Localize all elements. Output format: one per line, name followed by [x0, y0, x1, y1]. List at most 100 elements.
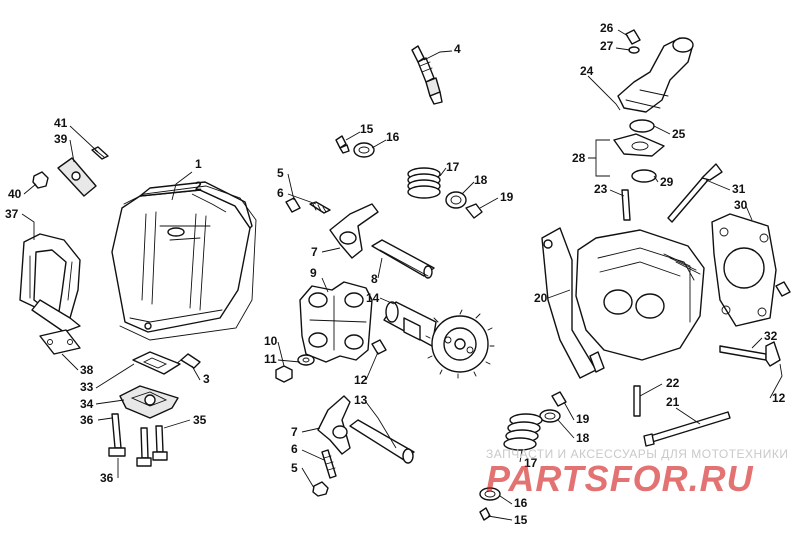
valve-spring-lower	[503, 413, 543, 451]
leader-line	[277, 359, 301, 363]
tappet-nut-lower	[312, 481, 329, 497]
callout-label: 41	[54, 116, 68, 130]
leader-line	[345, 131, 361, 141]
cylinder-head	[541, 227, 705, 379]
callout-label: 25	[672, 127, 686, 141]
callout-label: 11	[264, 352, 277, 366]
callout-label: 13	[354, 393, 368, 407]
leader-line	[547, 289, 571, 299]
cylinder-stud-short	[633, 385, 641, 417]
leader-line	[95, 363, 135, 389]
leader-line	[21, 213, 35, 240]
leader-line	[653, 125, 671, 135]
head-gasket	[711, 213, 777, 327]
leader-line	[653, 175, 659, 183]
leader-line	[379, 297, 395, 305]
leader-line	[163, 419, 191, 429]
valve-stem-seal-lower	[551, 391, 567, 407]
cylinder-bolt-long	[643, 411, 731, 447]
leader-line	[365, 401, 397, 449]
leader-line	[23, 183, 37, 195]
callout-label: 28	[572, 151, 586, 165]
rocker-shaft-lower	[349, 419, 415, 464]
intake-valve	[667, 163, 723, 223]
callout-label: 17	[524, 456, 538, 470]
leader-line	[751, 337, 763, 349]
leader-line	[487, 515, 513, 521]
spring-retainer-upper	[353, 142, 375, 158]
leader-line	[191, 365, 201, 381]
leader-line	[615, 47, 631, 51]
leader-line	[563, 401, 575, 421]
spring-retainer-lower	[479, 487, 501, 501]
callout-label: 12	[772, 391, 786, 405]
leader-line	[617, 29, 629, 37]
manifold-o-ring-upper	[629, 119, 655, 133]
valve-cotter-upper	[335, 135, 350, 154]
leader-line	[745, 205, 753, 221]
manifold-screw	[625, 29, 641, 45]
callout-label: 19	[576, 412, 590, 426]
watermark-tagline: ЗАПЧАСТИ И АКСЕССУАРЫ ДЛЯ МОТОТЕХНИКИ	[486, 447, 789, 461]
callout-label: 12	[354, 373, 368, 387]
intake-manifold	[617, 37, 694, 113]
callout-label: 36	[100, 471, 114, 485]
holder-washer	[297, 354, 315, 366]
leader-lines	[21, 29, 783, 521]
callout-label: 14	[366, 291, 380, 305]
valve-stem-seal-upper	[465, 203, 483, 219]
leader-line	[321, 277, 329, 293]
leader-line	[277, 341, 285, 367]
valve-cotter-lower	[479, 507, 491, 521]
callout-label: 6	[277, 186, 284, 200]
holder-nut	[275, 365, 293, 383]
callout-label: 7	[291, 425, 298, 439]
leader-line	[95, 399, 125, 405]
tappet-adjust-screw-lower	[321, 449, 337, 479]
spark-plug	[411, 45, 443, 105]
leader-line	[377, 257, 383, 279]
callout-label: 40	[8, 187, 22, 201]
leader-line	[171, 171, 193, 201]
leader-line	[639, 383, 663, 397]
leader-line	[365, 351, 379, 381]
valve-spring-upper	[407, 167, 441, 199]
callout-label: 16	[386, 130, 400, 144]
pipe-nut	[32, 171, 49, 189]
callout-label: 29	[660, 175, 674, 189]
callout-label: 15	[360, 122, 374, 136]
leader-line	[769, 363, 783, 399]
callout-label: 33	[80, 380, 94, 394]
leader-line	[69, 139, 75, 163]
manifold-stud	[621, 189, 631, 221]
dowel-pin-gasket	[775, 281, 791, 297]
callout-labels: 1234567891011121314151617181920212223242…	[5, 21, 786, 527]
callout-label: 16	[514, 496, 528, 510]
callout-label: 15	[514, 513, 528, 527]
callout-label: 23	[594, 182, 608, 196]
leader-line	[439, 167, 447, 177]
callout-label: 36	[80, 413, 94, 427]
leader-line	[479, 197, 499, 209]
callout-label: 38	[80, 363, 94, 377]
head-cover	[111, 181, 253, 333]
leader-line	[301, 467, 315, 489]
leader-line	[321, 247, 341, 253]
callout-label: 6	[291, 442, 298, 456]
leader-line	[461, 181, 475, 195]
leader-line	[588, 139, 610, 177]
camshaft	[383, 301, 495, 379]
callout-label: 7	[311, 245, 318, 259]
callout-label: 5	[277, 166, 284, 180]
callout-label: 3	[203, 372, 210, 386]
callout-label: 19	[500, 190, 514, 204]
rocker-shaft-upper	[371, 239, 435, 279]
callout-label: 39	[54, 132, 68, 146]
leader-line	[61, 353, 79, 371]
callout-label: 34	[80, 397, 94, 411]
leader-line	[287, 193, 317, 205]
valve-seal-washer-lower	[539, 409, 561, 423]
leader-line	[519, 449, 523, 463]
breather-plate	[119, 385, 179, 419]
